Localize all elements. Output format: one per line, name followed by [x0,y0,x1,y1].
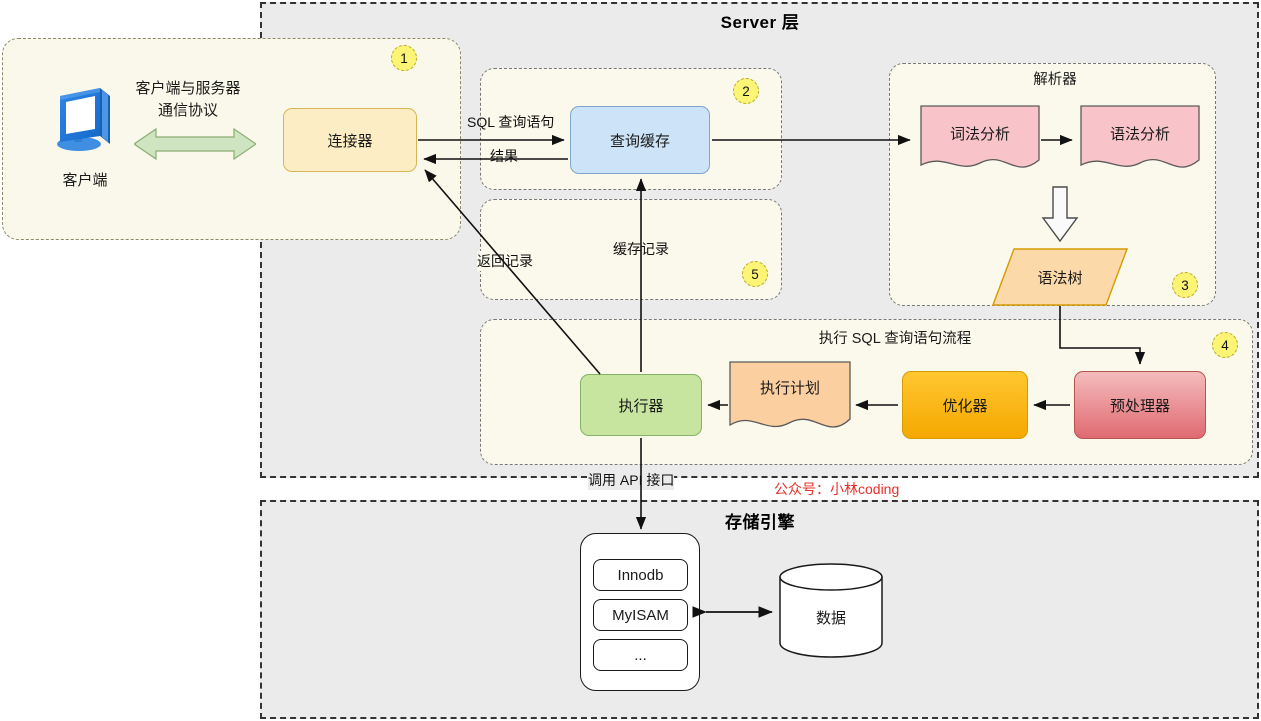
badge-3: 3 [1172,272,1198,298]
cache-record-label: 缓存记录 [598,239,684,259]
syntax-tree-node[interactable]: 语法树 [992,248,1128,306]
exec-plan-node[interactable]: 执行计划 [729,361,851,439]
badge-5: 5 [742,261,768,287]
query-cache-node[interactable]: 查询缓存 [570,106,710,174]
return-record-label: 返回记录 [477,251,533,271]
api-call-label: 调用 API 接口 [588,470,675,490]
parser-group-title: 解析器 [1033,71,1077,88]
engine-item-more[interactable]: ... [593,639,688,671]
connector-node[interactable]: 连接器 [283,108,417,172]
sql-query-edge-label: SQL 查询语句 [467,114,555,130]
badge-4: 4 [1212,332,1238,358]
executor-node[interactable]: 执行器 [580,374,702,436]
protocol-label-line1: 客户端与服务器 [135,79,241,97]
exec-flow-title: 执行 SQL 查询语句流程 [818,330,972,347]
server-layer-title: Server 层 [720,12,800,32]
data-cylinder-icon [778,562,884,658]
engine-item-myisam[interactable]: MyISAM [593,599,688,631]
preprocessor-node[interactable]: 预处理器 [1074,371,1206,439]
client-label: 客户端 [62,171,108,189]
protocol-double-arrow-icon [132,126,258,162]
result-edge-label: 结果 [490,148,518,164]
parser-down-arrow-icon [1040,186,1080,243]
syntax-analysis-node[interactable]: 语法分析 [1080,105,1200,177]
optimizer-node[interactable]: 优化器 [902,371,1028,439]
storage-layer-title: 存储引擎 [725,512,795,532]
engine-item-innodb[interactable]: Innodb [593,559,688,591]
protocol-label-line2: 通信协议 [157,101,218,119]
data-label: 数据 [815,609,846,627]
storage-layer-panel [260,500,1259,719]
monitor-icon [48,82,122,156]
badge-1: 1 [391,45,417,71]
syntax-tree-label: 语法树 [1037,269,1083,287]
badge-2: 2 [733,78,759,104]
lexical-analysis-node[interactable]: 词法分析 [920,105,1040,177]
watermark: 公众号：小林coding [774,481,900,497]
